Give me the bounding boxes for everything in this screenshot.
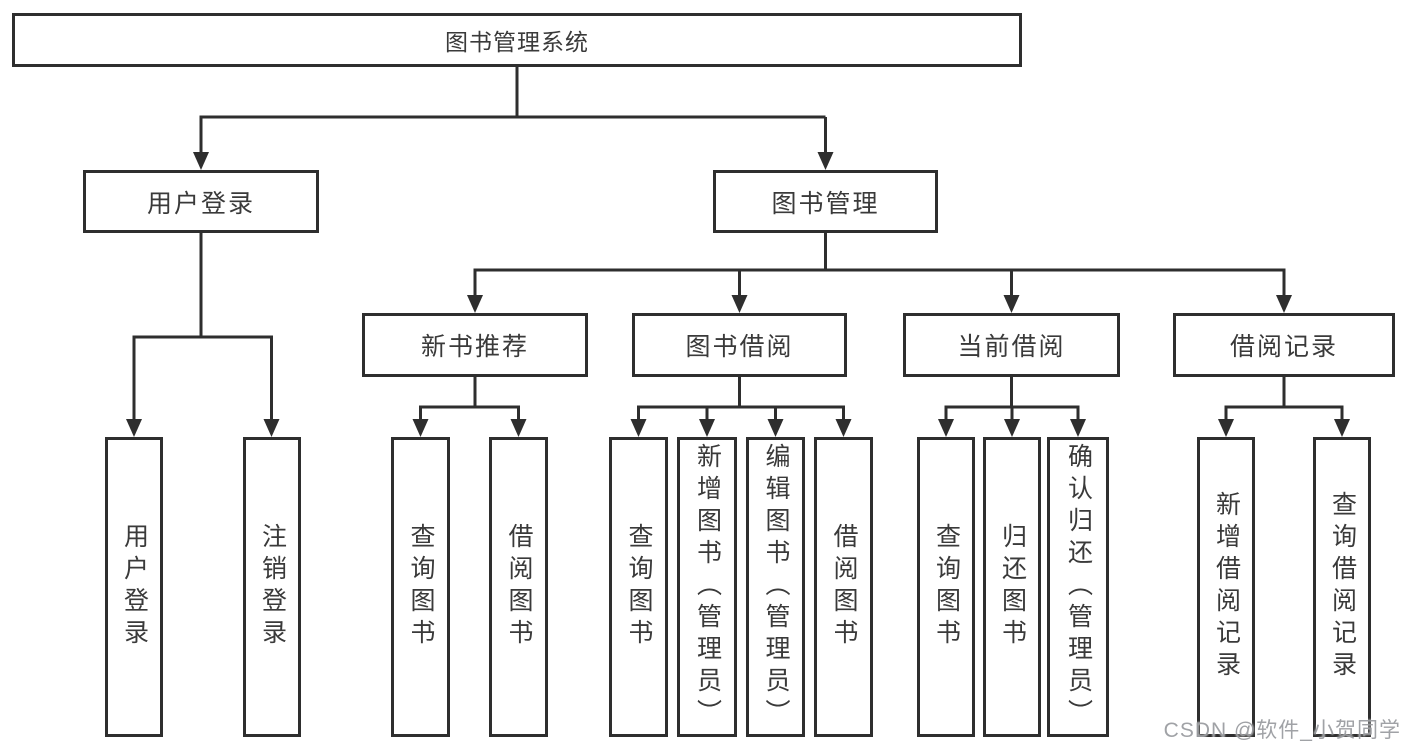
node-label: 查询图书	[932, 523, 961, 651]
node-label: 查询图书	[625, 523, 653, 651]
node-label: 用户登录	[120, 523, 149, 651]
node-book-borrowing: 图书借阅	[632, 313, 847, 377]
connector-root-to-level2	[199, 67, 827, 156]
node-label: 用户登录	[146, 189, 255, 218]
arrowheads-current-branch	[938, 419, 1086, 437]
node-book-management-branch: 图书管理	[713, 170, 938, 233]
node-label: 注销登录	[258, 523, 287, 651]
node-borrowing-records: 借阅记录	[1173, 313, 1395, 377]
arrowheads-records-branch	[1218, 419, 1350, 437]
leaf-borrow-books-borrowing: 借阅图书	[814, 437, 873, 737]
node-label: 借阅记录	[1229, 333, 1338, 361]
leaf-return-book: 归还图书	[983, 437, 1041, 737]
node-label: 新书推荐	[420, 333, 529, 361]
leaf-query-books-current: 查询图书	[917, 437, 975, 737]
connector-user-login-branch	[132, 233, 273, 423]
arrowheads-borrowing-branch	[630, 419, 852, 437]
leaf-query-books-recommend: 查询图书	[391, 437, 450, 737]
leaf-query-borrow-record: 查询借阅记录	[1313, 437, 1371, 737]
leaf-edit-book-admin: 编辑图书（管理员）	[746, 437, 805, 737]
node-label: 当前借阅	[957, 333, 1066, 361]
node-label: 图书管理系统	[445, 29, 589, 55]
leaf-logout: 注销登录	[243, 437, 301, 737]
node-label: 借阅图书	[505, 523, 533, 651]
node-new-book-recommend: 新书推荐	[362, 313, 588, 377]
csdn-watermark: CSDN @软件_小贺同学	[1163, 719, 1401, 742]
arrowheads-user-login-branch	[126, 419, 280, 437]
node-label: 图书管理	[771, 189, 880, 218]
connector-borrowing-branch	[637, 377, 845, 423]
connector-recommend-branch	[419, 377, 520, 423]
leaf-add-borrow-record: 新增借阅记录	[1197, 437, 1255, 737]
leaf-confirm-return-admin: 确认归还（管理员）	[1047, 437, 1109, 737]
arrowheads-level3	[467, 295, 1292, 313]
arrowheads-recommend-branch	[412, 419, 527, 437]
node-label: 确认归还（管理员）	[1064, 443, 1093, 731]
connector-current-branch	[944, 377, 1080, 423]
leaf-add-book-admin: 新增图书（管理员）	[677, 437, 737, 737]
node-label: 编辑图书（管理员）	[762, 443, 790, 731]
connector-book-mgmt-to-level3	[473, 233, 1286, 299]
node-label: 新增图书（管理员）	[693, 443, 722, 731]
leaf-borrow-books-recommend: 借阅图书	[489, 437, 548, 737]
node-current-borrowing: 当前借阅	[903, 313, 1120, 377]
node-root-library-system: 图书管理系统	[12, 13, 1022, 67]
connector-records-branch	[1224, 377, 1344, 423]
leaf-query-books-borrowing: 查询图书	[609, 437, 668, 737]
arrowheads-level2	[193, 152, 834, 170]
node-label: 图书借阅	[685, 333, 794, 361]
leaf-user-login: 用户登录	[105, 437, 163, 737]
node-label: 归还图书	[998, 523, 1027, 651]
node-label: 查询借阅记录	[1328, 491, 1357, 683]
node-label: 查询图书	[407, 523, 435, 651]
node-label: 借阅图书	[830, 523, 858, 651]
node-user-login-branch: 用户登录	[83, 170, 319, 233]
node-label: 新增借阅记录	[1212, 491, 1241, 683]
